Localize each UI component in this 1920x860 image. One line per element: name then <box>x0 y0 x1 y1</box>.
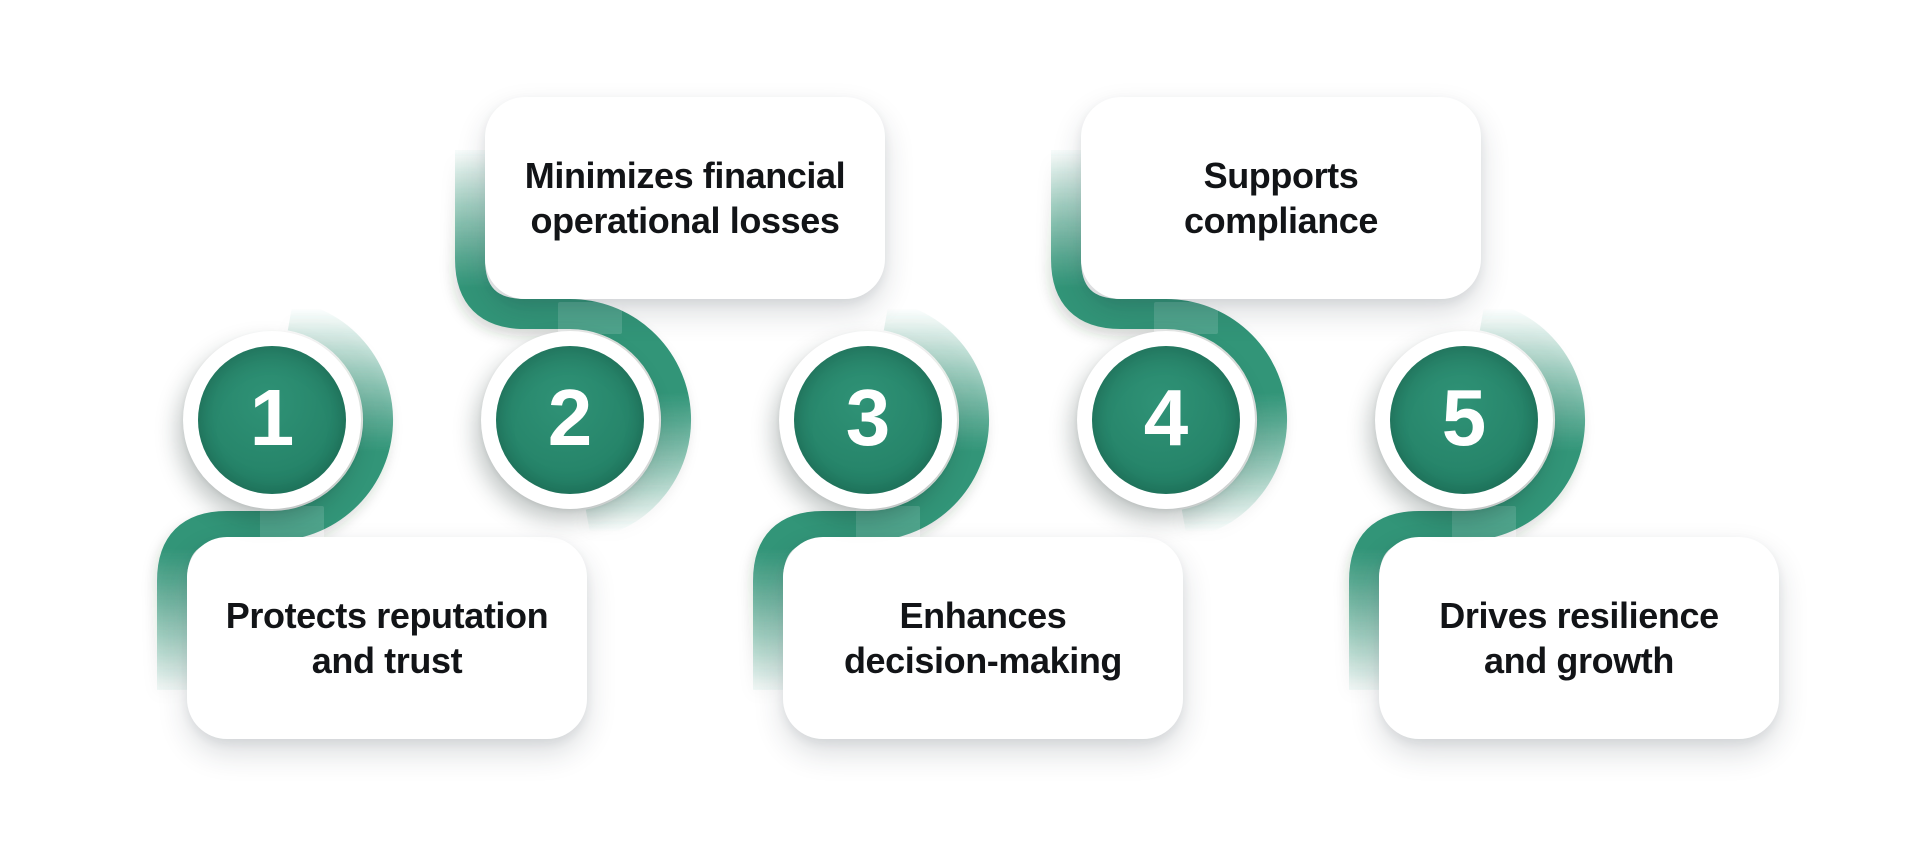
step-card: Protects reputation and trust <box>187 537 587 739</box>
connector-swoosh <box>753 300 989 690</box>
step-label: Drives resilience and growth <box>1425 593 1732 683</box>
swoosh-tail <box>753 511 869 690</box>
step-circle: 1 <box>183 331 361 509</box>
step-number: 3 <box>845 373 891 462</box>
swoosh-highlight <box>1154 302 1218 334</box>
connector-swoosh <box>455 150 691 540</box>
swoosh-highlight <box>558 302 622 334</box>
step-card: Supports compliance <box>1081 97 1481 299</box>
swoosh-tail <box>157 511 273 690</box>
step-number: 1 <box>249 373 295 462</box>
step-label-line1: Minimizes financial <box>524 155 846 196</box>
swoosh-highlight <box>1452 506 1516 538</box>
step-circle-fill: 3 <box>794 346 942 494</box>
step-circle: 5 <box>1375 331 1553 509</box>
step-circle: 2 <box>481 331 659 509</box>
step-label-line1: Enhances <box>899 595 1067 636</box>
step-card: Enhances decision-making <box>783 537 1183 739</box>
swoosh-tail <box>455 150 571 329</box>
step-label-line1: Drives resilience <box>1439 595 1719 636</box>
step-label: Enhances decision-making <box>830 593 1136 683</box>
step-label-line2: decision-making <box>843 640 1123 681</box>
step-label-line1: Supports <box>1203 155 1359 196</box>
swoosh-tail <box>1051 150 1167 329</box>
step-circle-fill: 5 <box>1390 346 1538 494</box>
step-label-line2: operational losses <box>530 200 840 241</box>
connector-swoosh <box>1051 150 1287 540</box>
step-circle: 3 <box>779 331 957 509</box>
swoosh-highlight <box>260 506 324 538</box>
step-label: Protects reputation and trust <box>212 593 562 683</box>
step-label-line2: and trust <box>311 640 463 681</box>
swoosh-tail <box>1349 511 1465 690</box>
step-label: Supports compliance <box>1170 153 1392 243</box>
step-circle: 4 <box>1077 331 1255 509</box>
step-card: Drives resilience and growth <box>1379 537 1779 739</box>
step-label-line2: compliance <box>1183 200 1379 241</box>
step-label: Minimizes financial operational losses <box>511 153 859 243</box>
step-card: Minimizes financial operational losses <box>485 97 885 299</box>
step-label-line1: Protects reputation <box>225 595 549 636</box>
connector-swoosh <box>157 300 393 690</box>
step-circle-fill: 4 <box>1092 346 1240 494</box>
step-number: 5 <box>1441 373 1487 462</box>
step-label-line2: and growth <box>1484 640 1674 681</box>
step-number: 2 <box>547 373 593 462</box>
swoosh-highlight <box>856 506 920 538</box>
step-number: 4 <box>1143 373 1189 462</box>
step-circle-fill: 2 <box>496 346 644 494</box>
step-circle-fill: 1 <box>198 346 346 494</box>
connector-swoosh <box>1349 300 1585 690</box>
